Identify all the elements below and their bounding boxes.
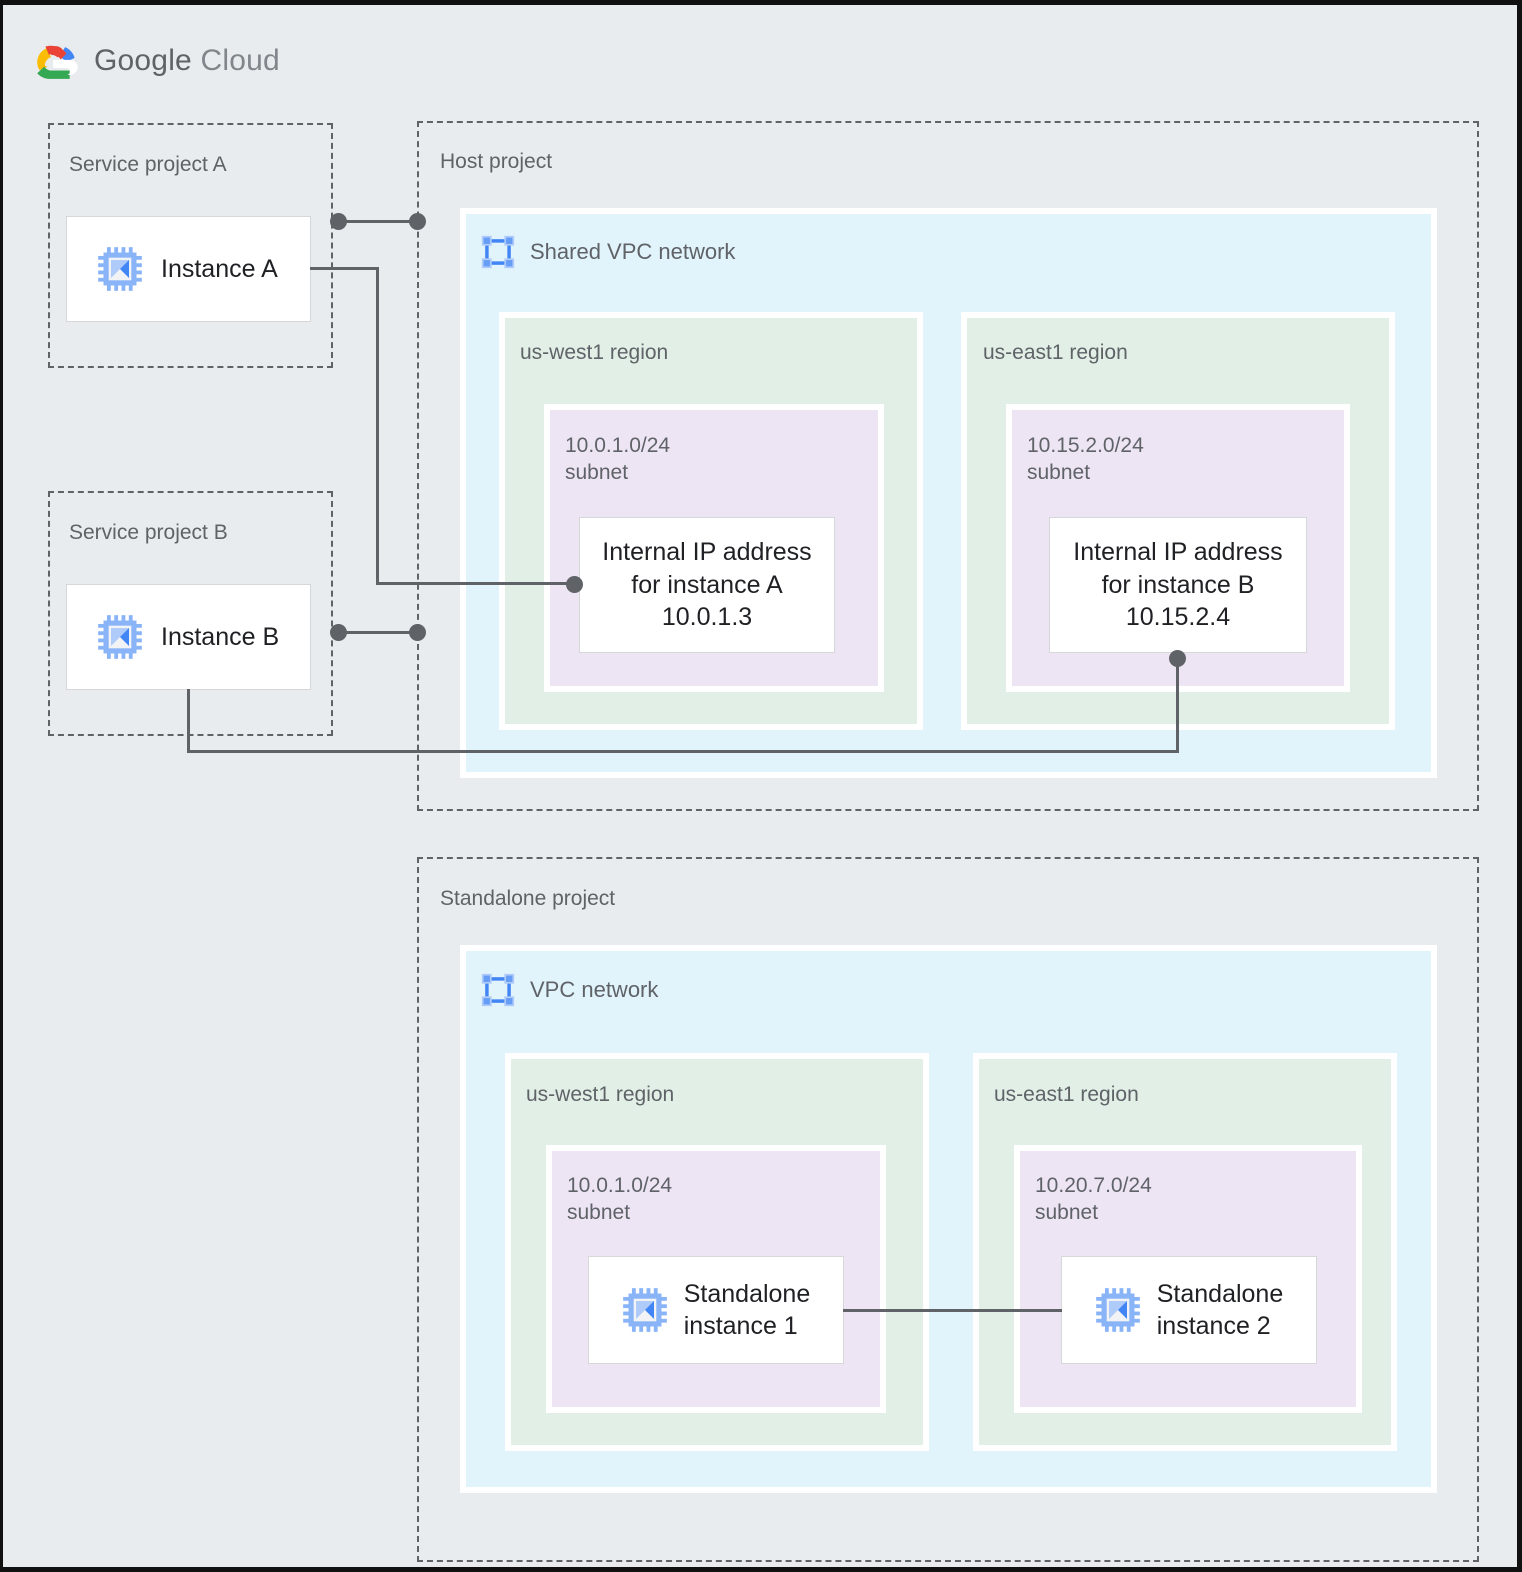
connector-dot-internal-ip-b — [1169, 650, 1186, 667]
service-project-a-label: Service project A — [69, 153, 227, 176]
connector-service-a-to-host — [337, 220, 417, 223]
shared-vpc-network-label: Shared VPC network — [530, 239, 736, 264]
internal-ip-instance-a-card[interactable]: Internal IP address for instance A 10.0.… — [579, 517, 835, 653]
compute-instance-chip-icon — [622, 1288, 667, 1332]
instance-a-card[interactable]: Instance A — [66, 216, 311, 322]
instance-b-label: Instance B — [161, 622, 280, 651]
standalone-region-us-east1-label: us-east1 region — [994, 1083, 1139, 1106]
internal-ip-instance-b-label: Internal IP address for instance B 10.15… — [1073, 538, 1283, 632]
standalone-instance-1-label: Standalone instance 1 — [683, 1279, 811, 1341]
host-project-label: Host project — [440, 150, 553, 173]
shared-vpc-network-header: Shared VPC network — [479, 233, 735, 271]
vpc-network-icon — [481, 235, 515, 269]
vpc-network-icon — [481, 973, 515, 1007]
host-subnet-10-0-1-0-24-label: 10.0.1.0/24 subnet — [565, 434, 671, 484]
connector-dot-service-a — [330, 213, 347, 230]
compute-instance-chip-icon — [98, 615, 142, 659]
compute-instance-chip-icon — [1095, 1288, 1140, 1332]
connector-dot-internal-ip-a — [566, 576, 583, 593]
compute-instance-chip-icon — [98, 247, 142, 291]
connector-instance-a-segment-1 — [310, 267, 379, 270]
standalone-subnet-10-20-7-0-24-label: 10.20.7.0/24 subnet — [1035, 1174, 1152, 1224]
host-subnet-10-15-2-0-24-label: 10.15.2.0/24 subnet — [1027, 434, 1144, 484]
vpc-network-header: VPC network — [479, 971, 658, 1009]
internal-ip-instance-a-label: Internal IP address for instance A 10.0.… — [602, 538, 812, 632]
instance-b-card[interactable]: Instance B — [66, 584, 311, 690]
connector-dot-service-b — [330, 624, 347, 641]
standalone-project-label: Standalone project — [440, 887, 616, 910]
standalone-subnet-10-0-1-0-24-label: 10.0.1.0/24 subnet — [567, 1174, 673, 1224]
standalone-region-us-west1-label: us-west1 region — [526, 1083, 675, 1106]
connector-service-b-to-host — [337, 631, 417, 634]
brand-word-google: Google — [94, 44, 192, 77]
connector-instance-b-segment-2 — [187, 750, 1179, 753]
connector-dot-host-bottom — [409, 624, 426, 641]
standalone-instance-2-label: Standalone instance 2 — [1156, 1279, 1284, 1341]
connector-standalone-1-to-2 — [843, 1309, 1062, 1312]
host-region-us-east1-label: us-east1 region — [983, 341, 1128, 364]
service-project-a-container — [48, 123, 333, 368]
service-project-b-label: Service project B — [69, 521, 228, 544]
standalone-instance-2-card[interactable]: Standalone instance 2 — [1061, 1256, 1317, 1364]
connector-instance-a-segment-2 — [376, 267, 379, 584]
standalone-project-container — [417, 857, 1479, 1562]
connector-dot-host-top — [409, 213, 426, 230]
google-cloud-logo-icon — [37, 45, 78, 79]
connector-instance-b-segment-1 — [187, 689, 190, 753]
instance-a-label: Instance A — [161, 254, 278, 283]
service-project-b-container — [48, 491, 333, 736]
host-region-us-west1-label: us-west1 region — [520, 341, 669, 364]
standalone-instance-1-card[interactable]: Standalone instance 1 — [588, 1256, 844, 1364]
google-cloud-brand: Google Cloud — [36, 43, 280, 79]
vpc-network-label: VPC network — [530, 977, 659, 1002]
internal-ip-instance-b-card[interactable]: Internal IP address for instance B 10.15… — [1049, 517, 1307, 653]
brand-word-cloud: Cloud — [200, 44, 280, 77]
connector-instance-b-segment-3 — [1176, 657, 1179, 752]
brand-wordmark: Google Cloud — [94, 44, 280, 78]
host-project-container — [417, 121, 1479, 811]
connector-instance-a-segment-3 — [376, 582, 574, 585]
